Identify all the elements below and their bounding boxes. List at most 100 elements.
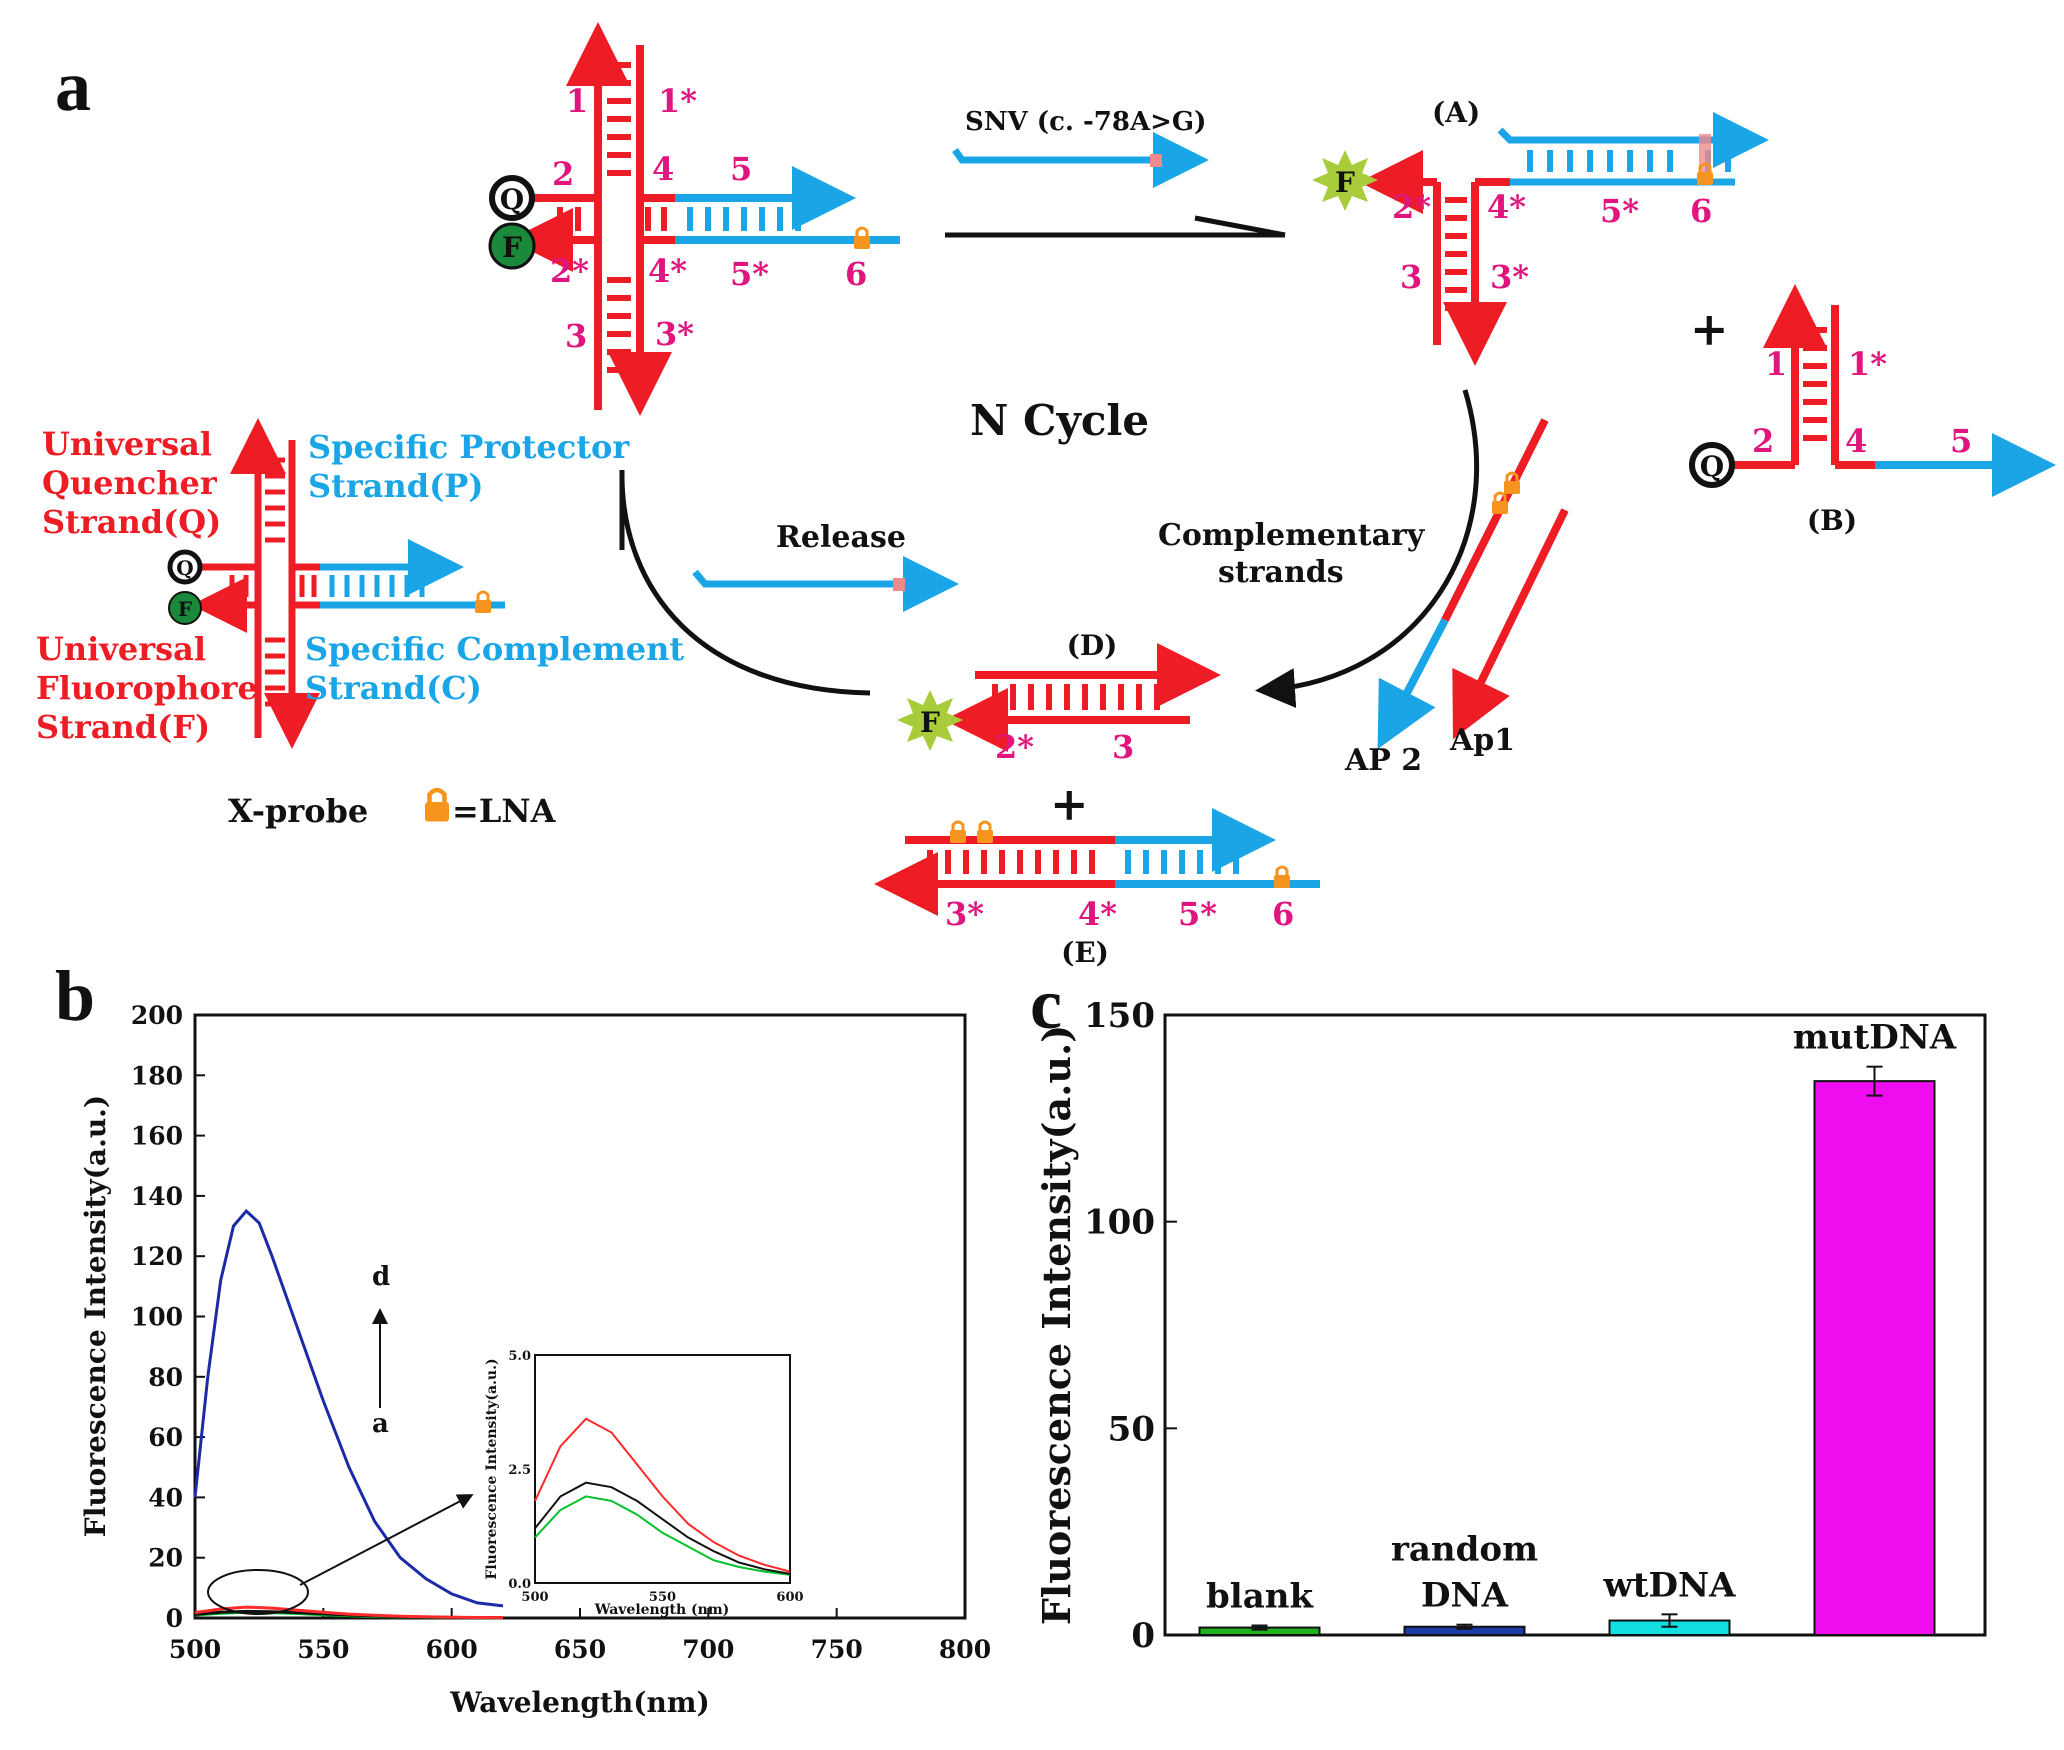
release-label: Release: [776, 520, 906, 555]
arrow-label-a: a: [372, 1409, 389, 1439]
legend-fluorophore-1: Universal: [36, 630, 206, 668]
inset-x-tick-label: 500: [521, 1590, 548, 1605]
domain-3s-e: 3*: [945, 895, 984, 933]
snv-label: SNV (c. -78A>G): [965, 107, 1206, 137]
domain-4-b: 4: [1845, 422, 1867, 460]
domain-6-e: 6: [1272, 895, 1294, 933]
domain-3s-a: 3*: [1490, 258, 1529, 296]
x-probe-structure: Q F 1 1* 2 4 5 2* 4* 5* 6 3 3*: [488, 22, 900, 416]
domain-6: 6: [845, 255, 867, 293]
domain-1: 1: [566, 82, 588, 120]
y-tick-label: 160: [131, 1122, 183, 1151]
y-tick-label: 140: [131, 1182, 183, 1211]
lna-label: =LNA: [452, 792, 557, 830]
domain-4s-e: 4*: [1078, 895, 1117, 933]
bar-label-2: wtDNA: [1603, 1565, 1737, 1605]
domain-5-b: 5: [1950, 422, 1972, 460]
complex-b: Q 1 1* 2 4 5 (B): [1689, 284, 2056, 537]
inset-line-1: [534, 1481, 791, 1575]
bar-label-3: mutDNA: [1793, 1018, 1957, 1058]
bar-y-tick-label: 0: [1131, 1616, 1155, 1656]
inset-x-label: Wavelength (nm): [594, 1602, 730, 1618]
spectrum-line-3: [193, 1208, 504, 1608]
quencher-icon-legend: [167, 549, 203, 585]
domain-3-a: 3: [1400, 258, 1422, 296]
spectrum-line-2: [194, 1605, 504, 1620]
fluorophore-burst-icon: [1312, 150, 1378, 211]
bar-label-0: blank: [1206, 1576, 1314, 1616]
y-tick-label: 40: [148, 1483, 183, 1512]
x-tick-label: 600: [426, 1635, 478, 1664]
snv-target: SNV (c. -78A>G): [945, 107, 1286, 238]
legend-quencher-3: Strand(Q): [42, 503, 221, 541]
x-tick-label: 500: [169, 1635, 221, 1664]
inset-x-tick-label: 600: [776, 1590, 803, 1605]
q-label-legend: Q: [176, 556, 193, 580]
x-tick-label: 750: [811, 1635, 863, 1664]
y-tick-label: 0: [166, 1604, 183, 1633]
y-tick-label: 60: [148, 1423, 183, 1452]
spectra-series: [193, 1208, 504, 1620]
complex-e: 3* 4* 5* 6 (E): [874, 808, 1320, 969]
complex-e-label: (E): [1061, 936, 1109, 969]
inset-x-tick-label: 550: [649, 1590, 676, 1605]
domain-1s-b: 1*: [1848, 345, 1887, 383]
domain-4s: 4*: [648, 252, 687, 290]
domain-3: 3: [565, 317, 587, 355]
domain-6-a: 6: [1690, 192, 1712, 230]
domain-3s: 3*: [655, 315, 694, 353]
plus-sign-2: +: [1050, 777, 1089, 831]
inset-frame: [534, 1354, 791, 1584]
panel-label-c: c: [1030, 964, 1062, 1044]
f-label-legend: F: [178, 597, 192, 621]
f-label-d: F: [920, 706, 940, 739]
complex-d: (D) F 2* 3: [897, 629, 1221, 766]
domain-1-b: 1: [1765, 345, 1787, 383]
n-cycle-label: N Cycle: [970, 396, 1149, 445]
x-probe-legend: Q F Universal Quencher Strand(Q) Specifi…: [36, 418, 684, 830]
x-axis-label: Wavelength(nm): [449, 1686, 709, 1719]
bar-label-1: DNA: [1421, 1576, 1509, 1616]
zoom-ellipse: [207, 1569, 309, 1615]
x-tick-label: 800: [939, 1635, 991, 1664]
y-tick-label: 100: [131, 1303, 183, 1332]
bar-chart-frame: [1163, 1013, 1987, 1637]
domain-4: 4: [652, 150, 674, 188]
complex-a: (A) F 2* 4: [1312, 96, 1769, 366]
quencher-icon-b: [1689, 442, 1735, 488]
ap2-label: AP 2: [1344, 743, 1422, 778]
domain-2-b: 2: [1752, 422, 1774, 460]
fluorophore-icon: [488, 222, 536, 270]
domain-5s-a: 5*: [1600, 192, 1639, 230]
x-tick-label: 650: [554, 1635, 606, 1664]
legend-complement-2: Strand(C): [305, 669, 482, 707]
y-tick-label: 120: [131, 1242, 183, 1271]
fluorophore-burst-icon-d: [897, 690, 963, 751]
fluorophore-icon-legend: [168, 591, 202, 625]
domain-1s: 1*: [658, 82, 697, 120]
f-label: F: [502, 231, 522, 264]
f-label-a: F: [1335, 166, 1355, 199]
n-cycle: N Cycle Complementary strands Release: [619, 389, 1480, 709]
domain-5: 5: [730, 150, 752, 188]
y-axis-label: Fluorescence Intensity(a.u.): [79, 1095, 112, 1537]
q-label: Q: [500, 183, 524, 216]
domain-5s: 5*: [730, 255, 769, 293]
plus-sign-1: +: [1690, 302, 1729, 356]
x-probe-label: X-probe: [228, 792, 368, 830]
domain-2s: 2*: [550, 252, 589, 290]
panel-label-a: a: [55, 46, 91, 126]
bar-y-tick-label: 150: [1084, 996, 1155, 1036]
complex-b-label: (B): [1807, 504, 1857, 537]
legend-fluorophore-3: Strand(F): [36, 708, 210, 746]
domain-2: 2: [552, 155, 574, 193]
complex-a-label: (A): [1432, 96, 1480, 129]
panel-a: a: [36, 22, 2056, 969]
bar-y-axis-label: Fluorescence Intensity(a.u.): [1034, 1025, 1079, 1625]
